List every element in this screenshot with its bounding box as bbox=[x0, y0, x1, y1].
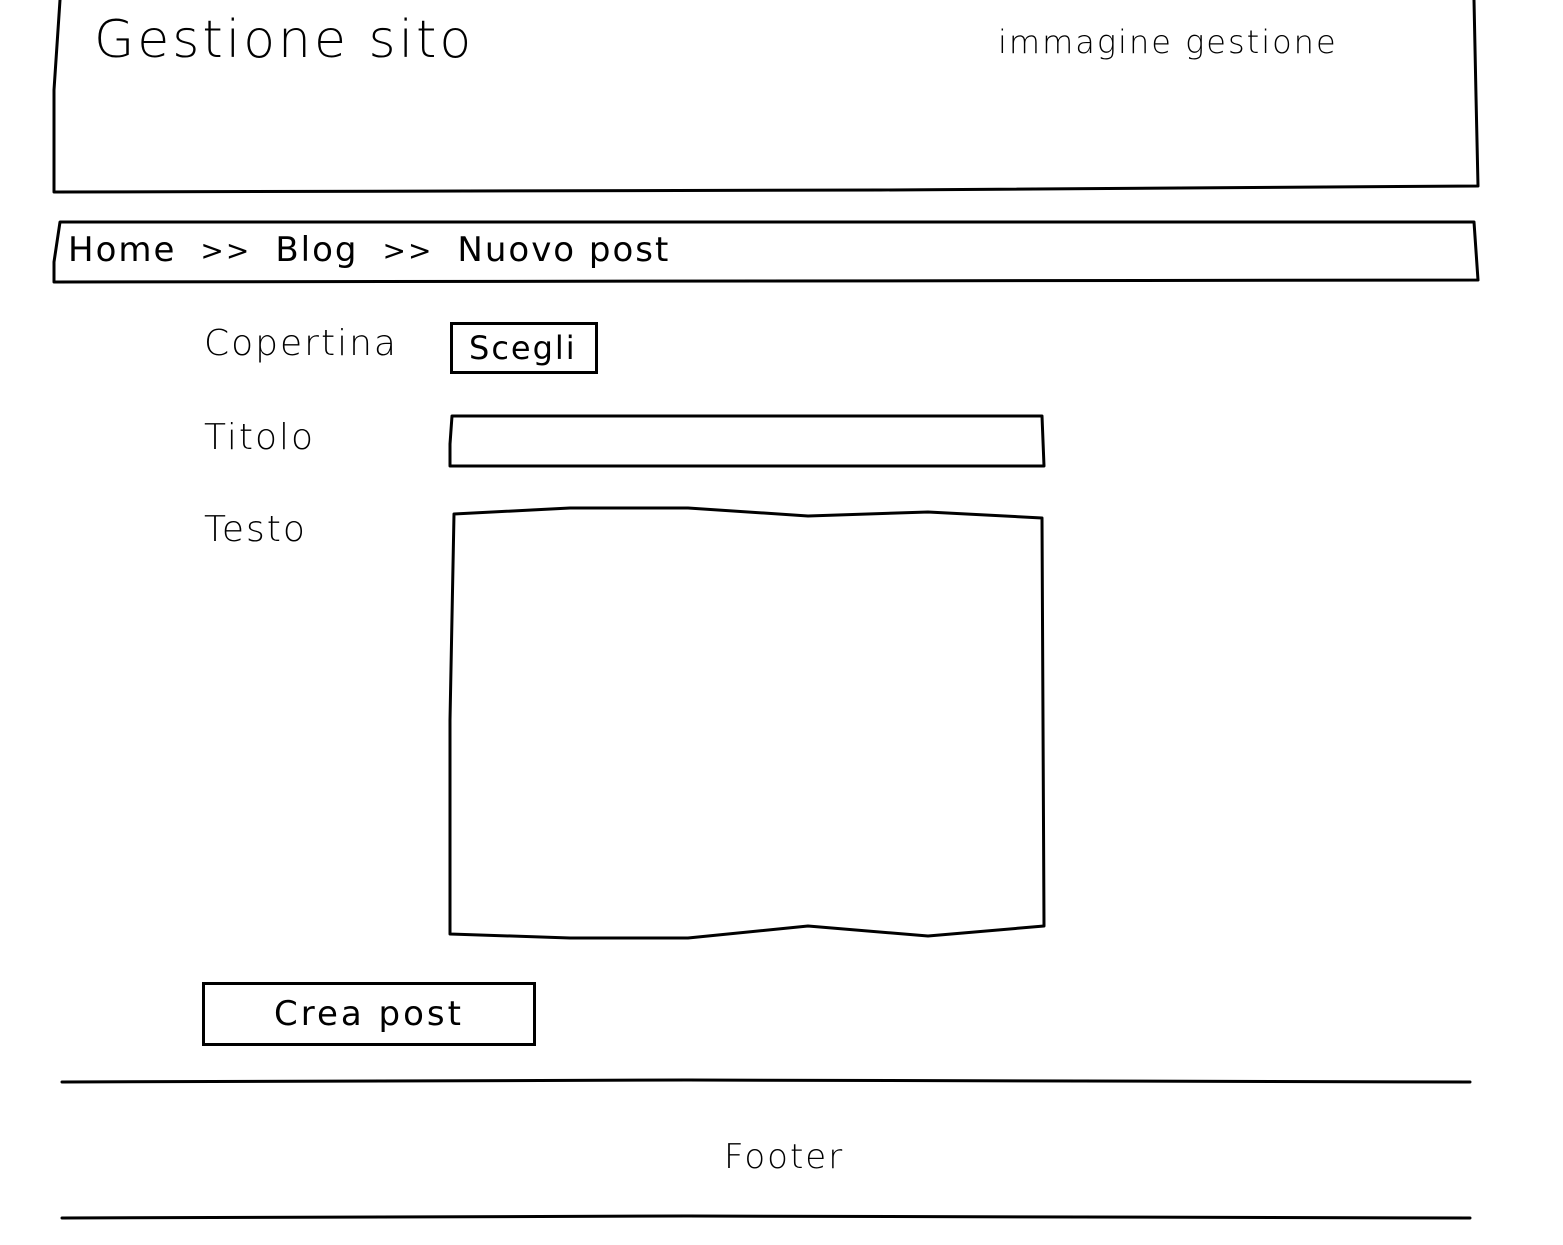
footer-text: Footer bbox=[724, 1137, 845, 1177]
breadcrumb-item-current: Nuovo post bbox=[457, 230, 671, 270]
site-title: Gestione sito bbox=[94, 10, 475, 70]
header-border bbox=[52, 0, 1480, 194]
breadcrumb-separator: >> bbox=[200, 233, 252, 267]
title-label: Titolo bbox=[204, 417, 316, 458]
breadcrumb-border bbox=[52, 220, 1480, 284]
body-textarea[interactable] bbox=[454, 520, 1040, 928]
cover-label: Copertina bbox=[204, 323, 398, 364]
breadcrumb-item-home[interactable]: Home bbox=[68, 230, 177, 270]
create-post-button[interactable]: Crea post bbox=[202, 982, 536, 1046]
breadcrumb-item-blog[interactable]: Blog bbox=[275, 230, 359, 270]
header-image-placeholder: immagine gestione bbox=[998, 23, 1338, 61]
choose-cover-button[interactable]: Scegli bbox=[450, 322, 598, 374]
footer-top-rule bbox=[60, 1078, 1472, 1084]
breadcrumb-separator: >> bbox=[382, 233, 434, 267]
footer-bottom-rule bbox=[60, 1214, 1472, 1220]
breadcrumb: Home >> Blog >> Nuovo post bbox=[68, 228, 670, 272]
body-textarea-border bbox=[448, 506, 1046, 940]
title-input[interactable] bbox=[452, 416, 1042, 466]
text-label: Testo bbox=[204, 509, 307, 550]
